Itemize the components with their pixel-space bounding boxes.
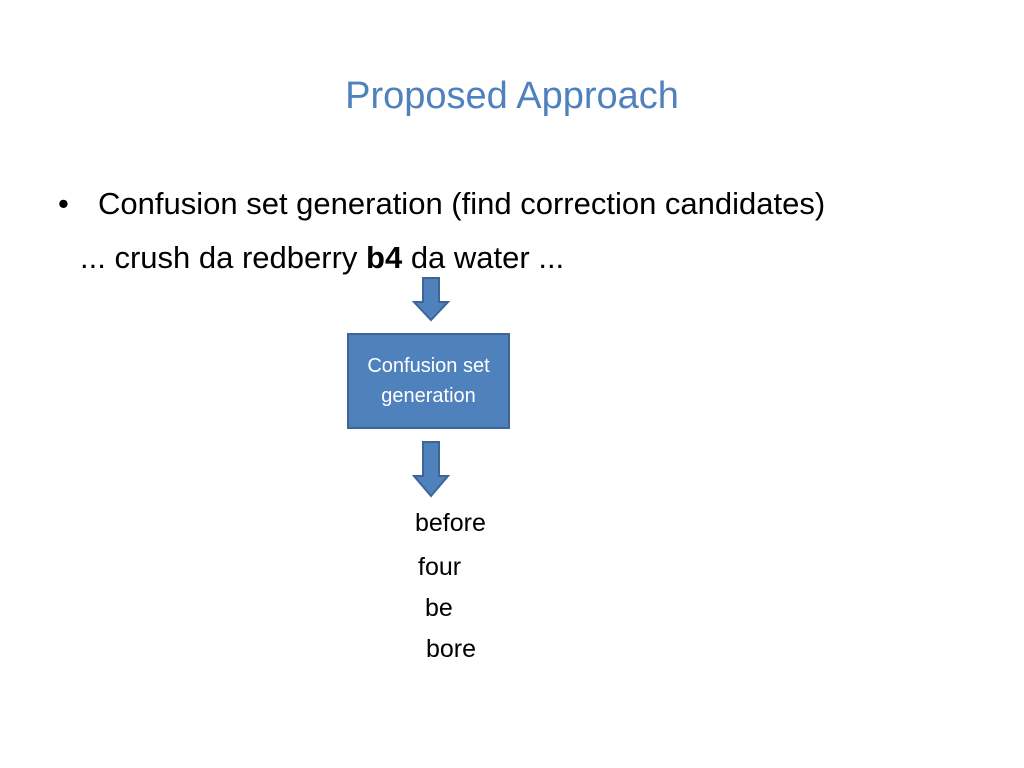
slide-title: Proposed Approach — [345, 75, 679, 117]
example-highlight: b4 — [366, 240, 403, 275]
example-suffix: da water ... — [402, 240, 565, 275]
process-box-confusion-set-generation: Confusion set generation — [347, 333, 510, 429]
example-prefix: ... crush da redberry — [80, 240, 367, 275]
example-sentence: ... crush da redberry b4 da water ... — [80, 236, 564, 280]
bullet-text: Confusion set generation (find correctio… — [98, 186, 826, 221]
bullet-dot: • — [58, 186, 69, 221]
candidate-word: before — [415, 509, 486, 537]
process-box-label: Confusion set generation — [367, 355, 490, 407]
down-arrow-icon — [412, 441, 450, 498]
bullet-item: • Confusion set generation (find correcti… — [58, 182, 825, 226]
down-arrow-icon — [412, 277, 450, 322]
candidate-word: bore — [426, 635, 477, 663]
candidate-word: four — [418, 553, 462, 581]
candidate-word: be — [425, 594, 453, 622]
